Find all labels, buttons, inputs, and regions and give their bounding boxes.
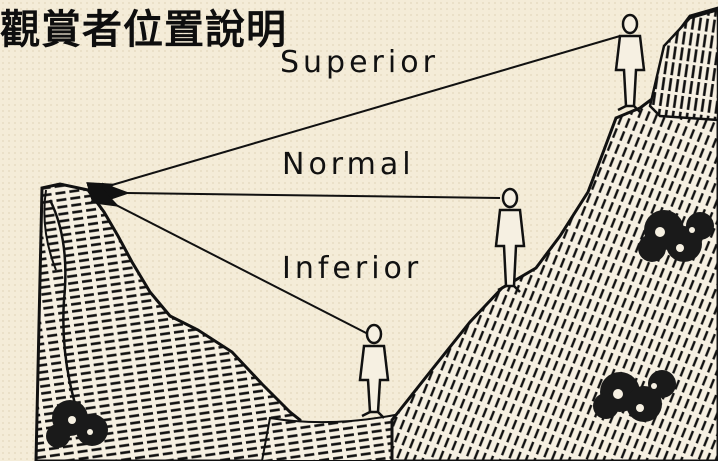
normal-sight-line xyxy=(101,182,501,203)
viewer-inferior xyxy=(358,323,390,419)
cliff-top xyxy=(648,8,718,122)
viewer-superior xyxy=(614,13,646,113)
right-mountain xyxy=(390,6,718,461)
valley-floor xyxy=(260,412,412,461)
superior-label: Superior xyxy=(280,45,439,80)
normal-label: Normal xyxy=(282,147,415,182)
slide-title: 觀賞者位置說明 xyxy=(0,7,287,53)
superior-sight-line xyxy=(86,35,621,202)
viewer-normal xyxy=(494,187,526,293)
inferior-sight-line xyxy=(90,185,373,337)
inferior-label: Inferior xyxy=(282,251,422,286)
